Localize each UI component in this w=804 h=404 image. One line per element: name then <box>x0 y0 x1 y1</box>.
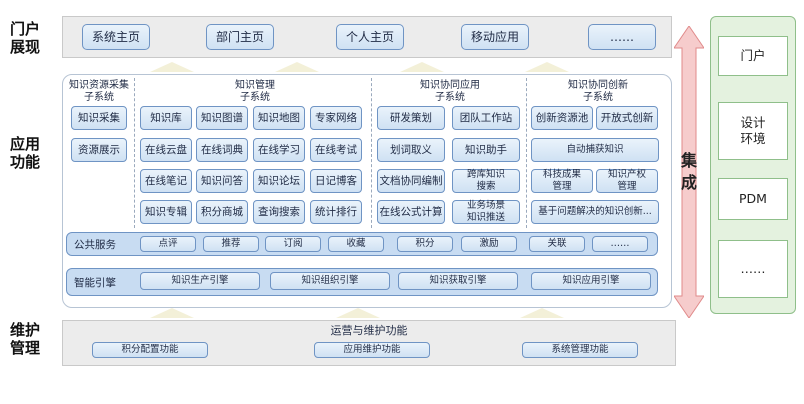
section-title-manage: 知识管理 子系统 <box>235 80 275 103</box>
layer-label-maintenance: 维护 管理 <box>10 321 41 357</box>
module-button[interactable]: 在线云盘 <box>140 138 192 162</box>
section-divider <box>526 78 527 228</box>
integration-label: 集 成 <box>680 151 697 192</box>
portal-button[interactable]: 部门主页 <box>206 24 274 50</box>
module-button[interactable]: 在线考试 <box>310 138 362 162</box>
module-button[interactable]: 在线笔记 <box>140 169 192 193</box>
module-button[interactable]: 基于问题解决的知识创新... <box>531 200 659 224</box>
portal-button[interactable]: …… <box>588 24 656 50</box>
module-button[interactable]: 在线学习 <box>253 138 305 162</box>
external-system-box[interactable]: 门户 <box>718 36 788 76</box>
service-button[interactable]: 订阅 <box>265 236 321 252</box>
section-title-innovation: 知识协同创新 子系统 <box>568 80 628 103</box>
module-button[interactable]: 知识专辑 <box>140 200 192 224</box>
module-button[interactable]: 创新资源池 <box>531 106 593 130</box>
module-button[interactable]: 开放式创新 <box>596 106 658 130</box>
module-button[interactable]: 划词取义 <box>377 138 445 162</box>
service-button[interactable]: 收藏 <box>328 236 384 252</box>
service-button[interactable]: 点评 <box>140 236 196 252</box>
section-title-collect: 知识资源采集 子系统 <box>69 80 129 103</box>
portal-button[interactable]: 个人主页 <box>336 24 404 50</box>
up-arrow-icon <box>150 308 194 318</box>
module-button[interactable]: 在线公式计算 <box>377 200 445 224</box>
module-button[interactable]: 知识库 <box>140 106 192 130</box>
maintenance-button[interactable]: 系统管理功能 <box>522 342 638 358</box>
up-arrow-icon <box>525 62 569 72</box>
module-button[interactable]: 知识问答 <box>196 169 248 193</box>
module-button[interactable]: 积分商城 <box>196 200 248 224</box>
maintenance-button[interactable]: 积分配置功能 <box>92 342 208 358</box>
module-button[interactable]: 资源展示 <box>71 138 127 162</box>
up-arrow-icon <box>336 308 380 318</box>
portal-button[interactable]: 移动应用 <box>461 24 529 50</box>
module-button[interactable]: 业务场景 知识推送 <box>452 200 520 224</box>
module-button[interactable]: 研发策划 <box>377 106 445 130</box>
module-button[interactable]: 统计排行 <box>310 200 362 224</box>
module-button[interactable]: 查询搜索 <box>253 200 305 224</box>
module-button[interactable]: 科技成果 管理 <box>531 169 593 193</box>
module-button[interactable]: 专家网络 <box>310 106 362 130</box>
external-system-box[interactable]: PDM <box>718 178 788 220</box>
engine-button[interactable]: 知识应用引擎 <box>531 272 651 290</box>
external-system-box[interactable]: …… <box>718 240 788 298</box>
portal-button[interactable]: 系统主页 <box>82 24 150 50</box>
engine-label: 智能引擎 <box>74 276 116 289</box>
module-button[interactable]: 自动捕获知识 <box>531 138 659 162</box>
layer-label-application: 应用 功能 <box>10 135 41 171</box>
up-arrow-icon <box>275 62 319 72</box>
public-service-label: 公共服务 <box>74 238 116 251</box>
module-button[interactable]: 团队工作站 <box>452 106 520 130</box>
module-button[interactable]: 跨库知识 搜索 <box>452 169 520 193</box>
engine-button[interactable]: 知识获取引擎 <box>398 272 518 290</box>
up-arrow-icon <box>520 308 564 318</box>
service-button[interactable]: 推荐 <box>203 236 259 252</box>
module-button[interactable]: 知识产权 管理 <box>596 169 658 193</box>
module-button[interactable]: 知识图谱 <box>196 106 248 130</box>
up-arrow-icon <box>400 62 444 72</box>
module-button[interactable]: 日记博客 <box>310 169 362 193</box>
module-button[interactable]: 知识地图 <box>253 106 305 130</box>
section-divider <box>371 78 372 228</box>
section-title-collab: 知识协同应用 子系统 <box>420 80 480 103</box>
up-arrow-icon <box>150 62 194 72</box>
external-system-box[interactable]: 设计 环境 <box>718 102 788 160</box>
maintenance-button[interactable]: 应用维护功能 <box>314 342 430 358</box>
maintenance-title: 运营与维护功能 <box>330 324 408 337</box>
engine-button[interactable]: 知识组织引擎 <box>270 272 390 290</box>
integration-arrow-icon <box>674 26 704 318</box>
module-button[interactable]: 知识论坛 <box>253 169 305 193</box>
module-button[interactable]: 文档协同编制 <box>377 169 445 193</box>
layer-label-portal: 门户 展现 <box>10 20 41 56</box>
module-button[interactable]: 在线词典 <box>196 138 248 162</box>
service-button[interactable]: …… <box>592 236 648 252</box>
service-button[interactable]: 积分 <box>397 236 453 252</box>
service-button[interactable]: 关联 <box>529 236 585 252</box>
service-button[interactable]: 激励 <box>461 236 517 252</box>
section-divider <box>134 78 135 228</box>
engine-button[interactable]: 知识生产引擎 <box>140 272 260 290</box>
module-button[interactable]: 知识助手 <box>452 138 520 162</box>
module-button[interactable]: 知识采集 <box>71 106 127 130</box>
